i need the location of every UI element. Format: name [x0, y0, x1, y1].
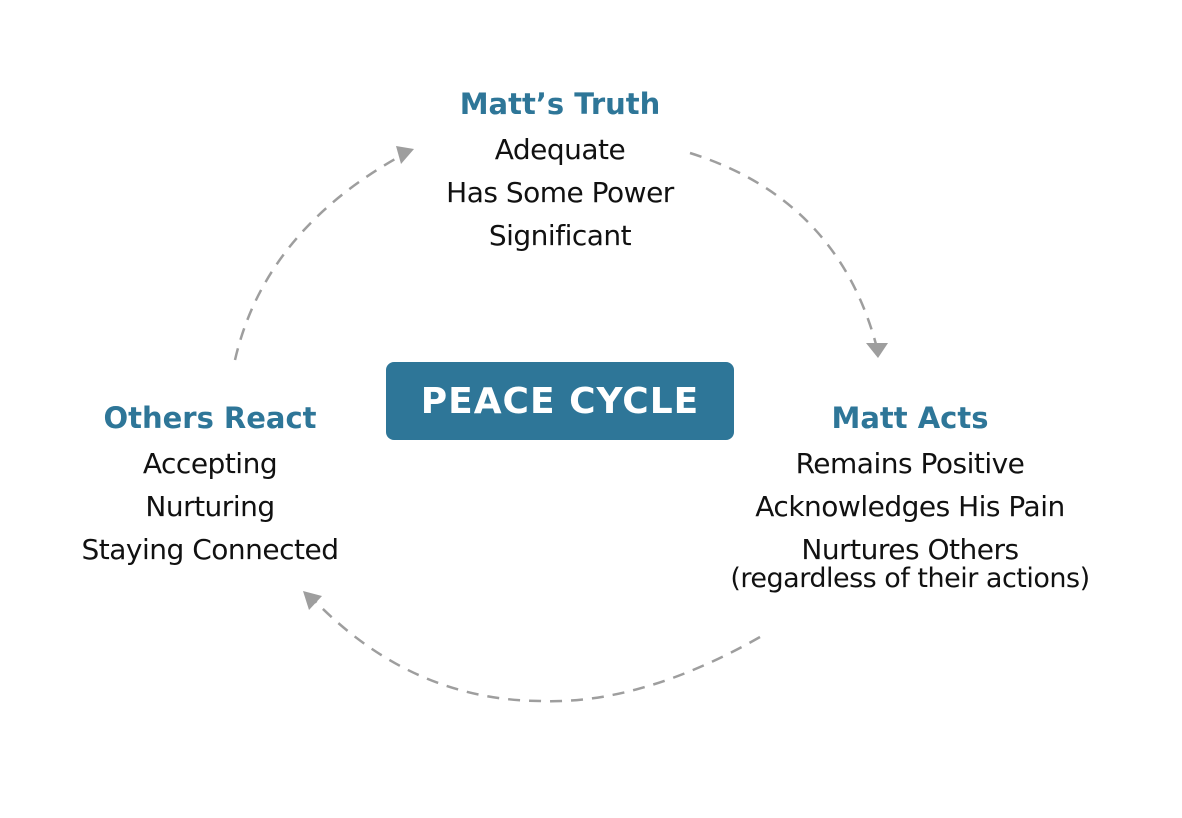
node-matt-acts: Matt Acts Remains Positive Acknowledges …: [710, 400, 1110, 595]
arrowhead-truth: [396, 146, 414, 164]
node-item: Staying Connected: [81, 533, 339, 566]
node-note: (regardless of their actions): [730, 563, 1090, 594]
node-heading: Others React: [103, 401, 317, 435]
node-item: Accepting: [142, 447, 278, 480]
arrow-acts-to-react: [311, 597, 761, 703]
arrow-truth-to-acts: [689, 151, 880, 353]
node-item: Has Some Power: [446, 176, 674, 209]
arrowhead-react: [303, 591, 322, 610]
arrowhead-acts: [866, 343, 888, 358]
node-heading: Matt Acts: [831, 401, 989, 435]
node-item: Nurturing: [145, 490, 275, 523]
node-matts-truth: Matt’s Truth Adequate Has Some Power Sig…: [410, 86, 710, 257]
node-heading: Matt’s Truth: [459, 87, 661, 121]
arrow-react-to-truth: [233, 152, 405, 361]
center-label-box: PEACE CYCLE: [386, 362, 734, 440]
center-label: PEACE CYCLE: [420, 380, 700, 422]
node-item: Adequate: [494, 133, 626, 166]
node-item: Acknowledges His Pain: [755, 490, 1065, 523]
node-item: Nurtures Others: [801, 533, 1019, 566]
node-item: Remains Positive: [795, 447, 1025, 480]
node-item: Significant: [488, 219, 632, 252]
node-others-react: Others React Accepting Nurturing Staying…: [55, 400, 365, 571]
